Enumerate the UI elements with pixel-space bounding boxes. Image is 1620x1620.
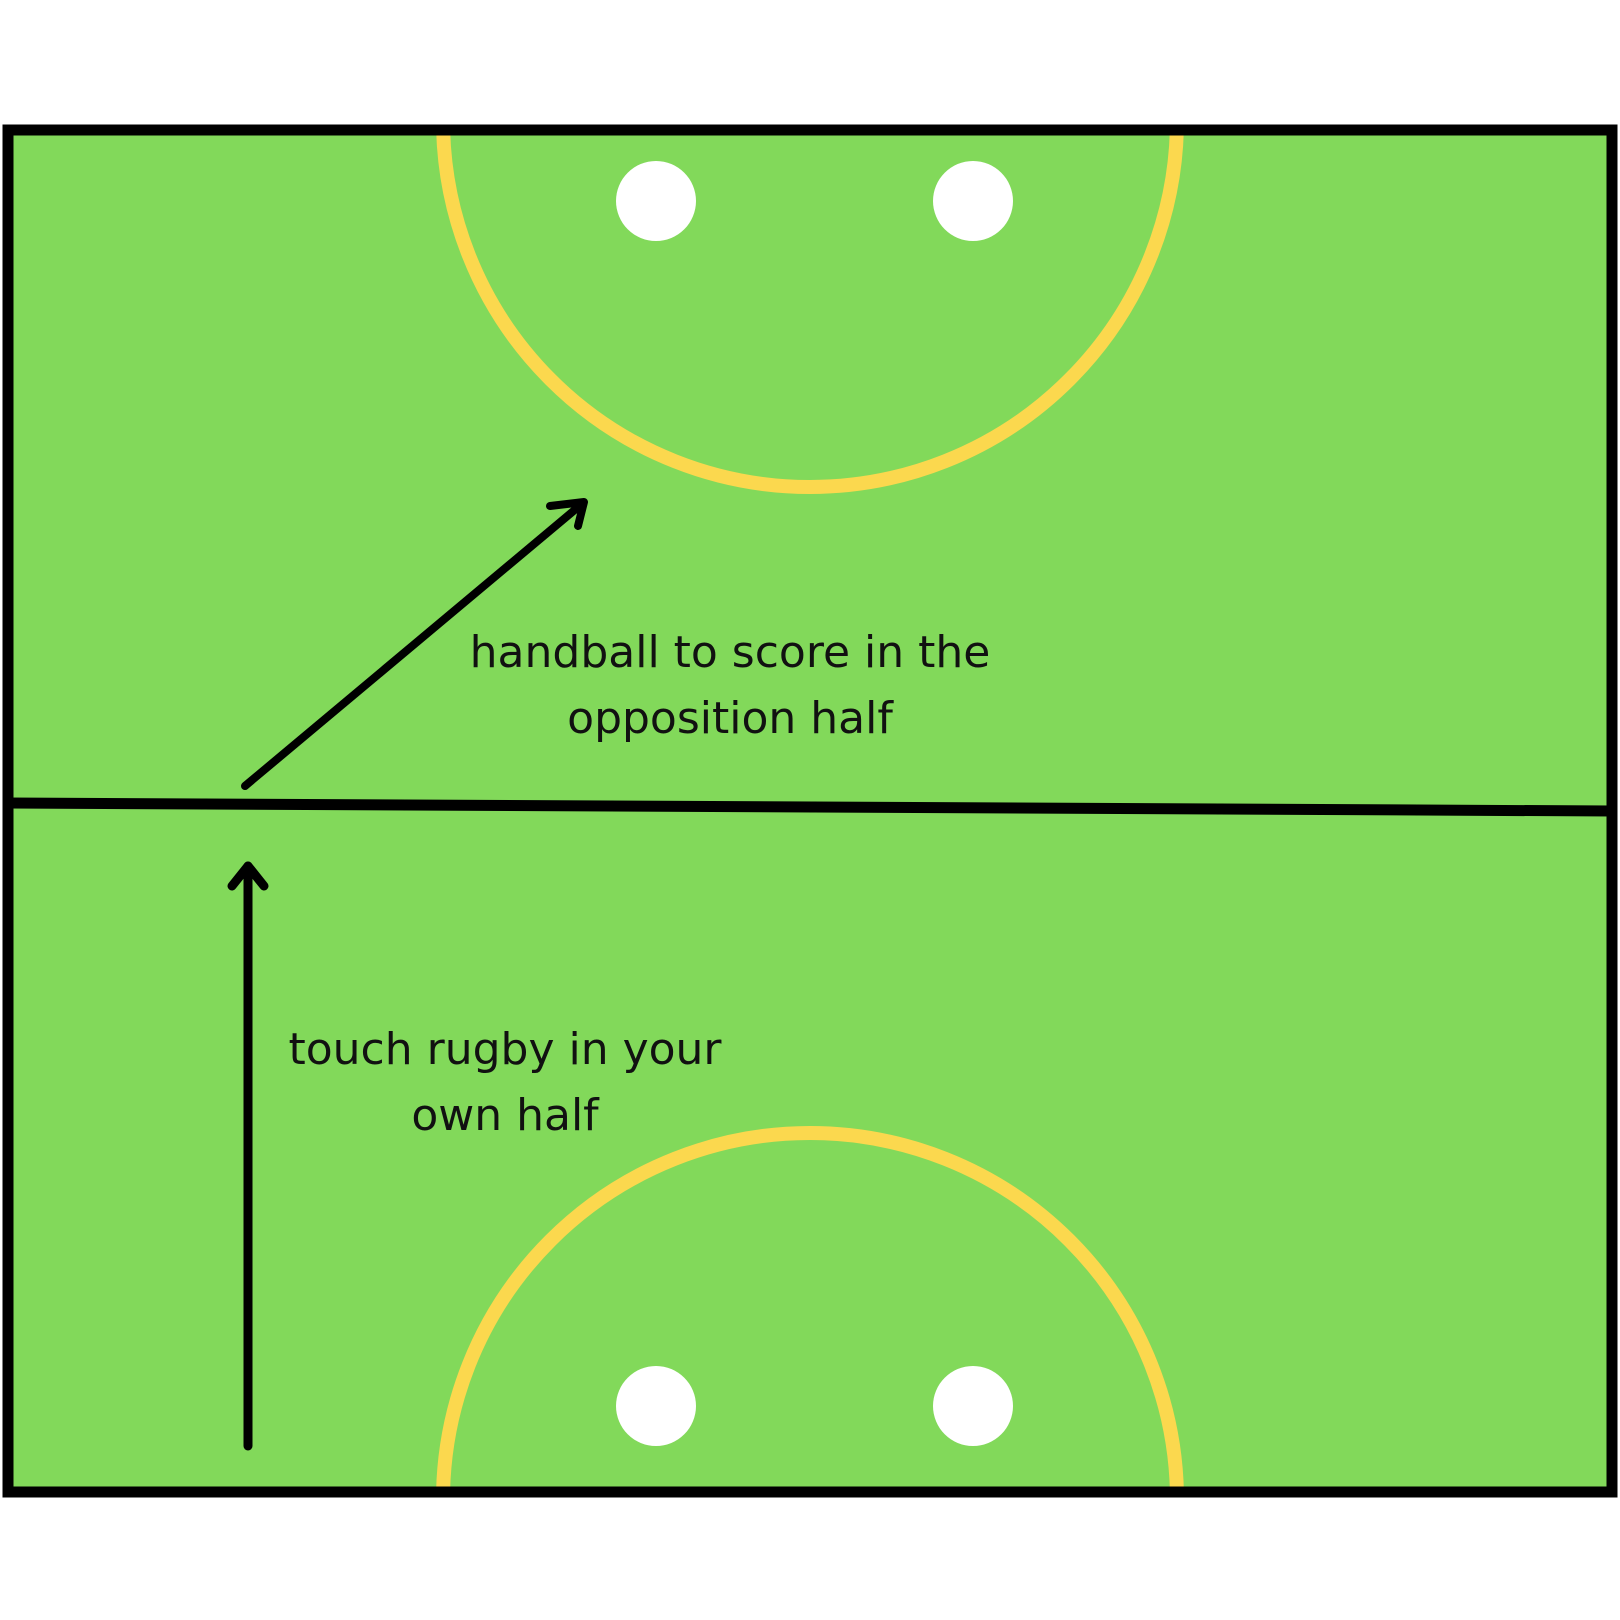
touch-rugby-label: touch rugby in your own half [255, 1017, 755, 1149]
bottom-right-marker [933, 1366, 1013, 1446]
handball-arrow [241, 498, 588, 790]
top-semicircle-arc [436, 130, 1184, 494]
bottom-left-marker [616, 1366, 696, 1446]
handball-label: handball to score in the opposition half [440, 620, 1020, 752]
touch-rugby-label-line-2: own half [411, 1090, 599, 1141]
touch-rugby-arrow [227, 861, 269, 1451]
top-left-marker [616, 161, 696, 241]
bottom-semicircle-arc [436, 1126, 1184, 1492]
touch-rugby-label-line-1: touch rugby in your [288, 1024, 722, 1075]
handball-label-line-2: opposition half [567, 693, 893, 744]
halfway-line [7, 797, 1613, 817]
handball-label-line-1: handball to score in the [469, 627, 991, 678]
pitch-boundary [2, 124, 1618, 1498]
top-right-marker [933, 161, 1013, 241]
